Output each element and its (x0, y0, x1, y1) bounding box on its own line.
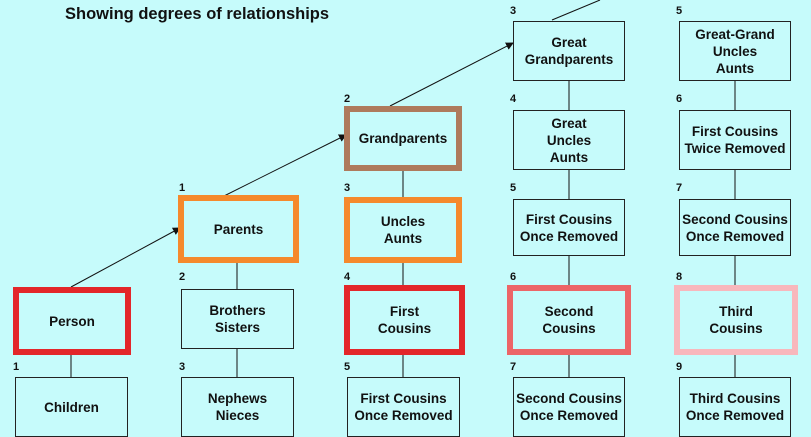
node-first-cousins-once-removed-a: First Cousins Once Removed (347, 377, 460, 437)
node-first-cousins-once-removed-b: First Cousins Once Removed (513, 199, 625, 256)
arrow-person-parents (70, 227, 181, 288)
arrow-great-grandparents-offscreen (551, 0, 601, 21)
node-grandparents-label: Grandparents (358, 131, 448, 146)
node-brothers-sisters-label: Brothers Sisters (209, 303, 266, 335)
node-first-cousins: First Cousins (344, 285, 465, 355)
degree-parents: 1 (179, 182, 186, 194)
node-first-cousins-once-removed-b-label: First Cousins Once Removed (519, 211, 619, 244)
diagram-title: Showing degrees of relationships (65, 5, 330, 23)
degree-second-cousins: 6 (510, 271, 517, 283)
degree-nephews-nieces: 3 (179, 361, 186, 373)
degree-uncles-aunts: 3 (344, 182, 351, 194)
node-grandparents: Grandparents (344, 106, 462, 171)
degree-great-grandparents: 3 (510, 5, 517, 17)
degree-first-cousins: 4 (344, 271, 351, 283)
degree-great-grand-uncles-aunts: 5 (676, 5, 683, 17)
node-children: Children (15, 377, 128, 437)
node-great-grand-uncles-aunts-label: Great-Grand Uncles Aunts (695, 26, 775, 76)
node-third-cousins-once-removed-label: Third Cousins Once Removed (685, 391, 785, 423)
node-nephews-nieces: Nephews Nieces (181, 377, 294, 437)
degree-second-cousins-once-removed-b: 7 (676, 182, 683, 194)
degree-children: 1 (13, 361, 20, 373)
arrow-grandparents-great-grandparents (389, 42, 514, 107)
node-great-grandparents-label: Great Grandparents (524, 35, 614, 67)
node-first-cousins-twice-removed: First Cousins Twice Removed (679, 110, 791, 170)
connector-lines (70, 0, 736, 377)
arrow-parents-grandparents (221, 134, 347, 198)
degree-first-cousins-once-removed-b: 5 (510, 182, 517, 194)
node-uncles-aunts-label: Uncles Aunts (380, 214, 426, 246)
degree-grandparents: 2 (344, 93, 351, 105)
degree-first-cousins-twice-removed: 6 (676, 93, 683, 105)
degree-great-uncles-aunts: 4 (510, 93, 517, 105)
node-children-label: Children (44, 399, 99, 415)
node-third-cousins-label: Third Cousins (709, 304, 763, 336)
node-parents: Parents (178, 195, 299, 263)
degree-first-cousins-once-removed-a: 5 (344, 361, 351, 373)
node-great-uncles-aunts-label: Great Uncles Aunts (546, 115, 592, 165)
node-second-cousins-once-removed-a-label: Second Cousins Once Removed (516, 391, 622, 423)
node-second-cousins: Second Cousins (507, 285, 631, 355)
degree-second-cousins-once-removed-a: 7 (510, 361, 517, 373)
node-second-cousins-once-removed-b: Second Cousins Once Removed (679, 199, 791, 256)
node-second-cousins-once-removed-b-label: Second Cousins Once Removed (682, 211, 788, 244)
node-person-label: Person (49, 313, 95, 329)
node-first-cousins-once-removed-a-label: First Cousins Once Removed (354, 391, 453, 423)
node-uncles-aunts: Uncles Aunts (344, 197, 462, 263)
node-great-grandparents: Great Grandparents (513, 21, 625, 81)
node-first-cousins-twice-removed-label: First Cousins Twice Removed (684, 124, 786, 156)
degree-third-cousins-once-removed: 9 (676, 361, 683, 373)
node-person: Person (13, 287, 131, 355)
node-great-grand-uncles-aunts: Great-Grand Uncles Aunts (679, 21, 791, 81)
node-second-cousins-once-removed-a: Second Cousins Once Removed (513, 377, 625, 437)
node-great-uncles-aunts: Great Uncles Aunts (513, 110, 625, 170)
node-first-cousins-label: First Cousins (377, 304, 432, 336)
degree-brothers-sisters: 2 (179, 271, 186, 283)
node-nephews-nieces-label: Nephews Nieces (207, 391, 268, 423)
node-third-cousins-once-removed: Third Cousins Once Removed (679, 377, 791, 437)
node-parents-label: Parents (213, 221, 264, 237)
node-brothers-sisters: Brothers Sisters (181, 289, 294, 349)
degree-third-cousins: 8 (676, 271, 683, 283)
node-second-cousins-label: Second Cousins (542, 304, 596, 336)
node-third-cousins: Third Cousins (674, 285, 798, 355)
